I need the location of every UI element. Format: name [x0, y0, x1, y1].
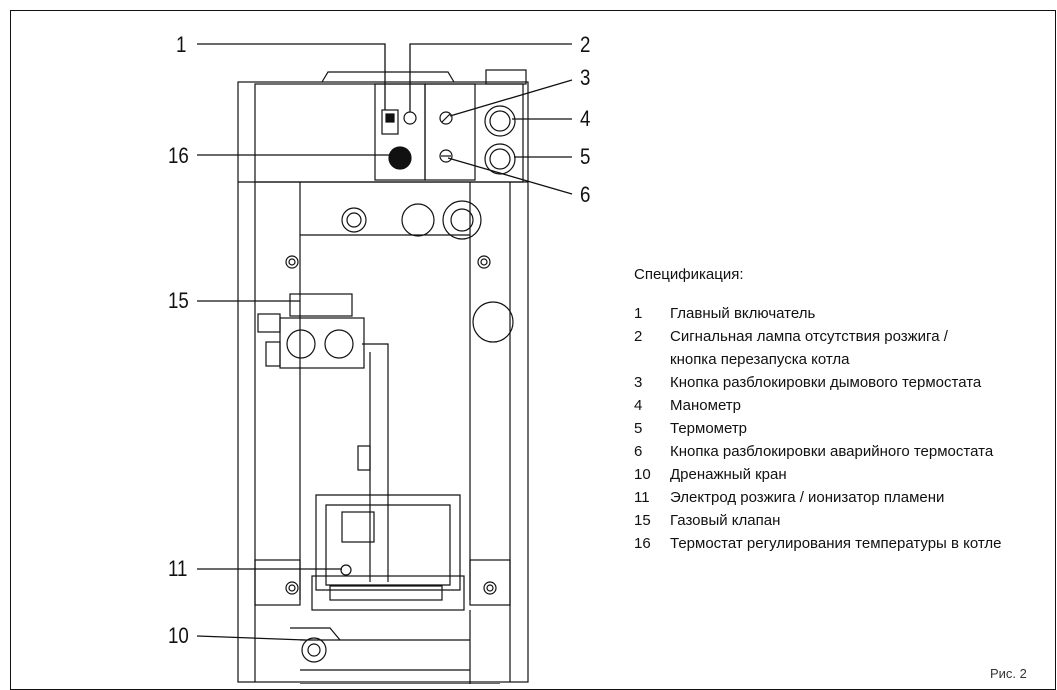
spec-item-number: 3: [634, 374, 643, 391]
spec-item-number: 1: [634, 305, 643, 322]
leader-3: [449, 79, 573, 117]
spec-item-number: 5: [634, 420, 643, 437]
spec-item-text: Термостат регулирования температуры в ко…: [670, 535, 1002, 552]
pressure-gauge: [484, 105, 516, 137]
spec-item: 2 Сигнальная лампа отсутствия розжига /: [634, 325, 1002, 348]
spec-item: 16 Термостат регулирования температуры в …: [634, 532, 1002, 555]
spec-item: 3 Кнопка разблокировки дымового термостат…: [634, 371, 1002, 394]
spec-item-text: Дренажный кран: [670, 466, 787, 483]
leader-10: [196, 635, 306, 641]
fitting-center: [401, 203, 435, 237]
spec-item: 5 Термометр: [634, 417, 1002, 440]
spec-item: 1 Главный включатель: [634, 302, 1002, 325]
figure-number: Рис. 2: [990, 666, 1027, 681]
spec-item: 10 Дренажный кран: [634, 463, 1002, 486]
spec-item-text: Кнопка разблокировки дымового термостата: [670, 374, 982, 391]
drain-cock: [301, 637, 327, 663]
burner-housing: [315, 494, 461, 591]
callout-6: 6: [580, 182, 591, 207]
thermometer: [484, 143, 516, 175]
spec-item-text: Главный включатель: [670, 305, 816, 322]
spec-item-number: 4: [634, 397, 643, 414]
safety-reset-button: [439, 149, 453, 163]
specification-list: Спецификация: 1 Главный включатель 2 Сигна…: [634, 263, 1002, 555]
spec-item: 11 Электрод розжига / ионизатор пламени: [634, 486, 1002, 509]
spec-item: 4 Манометр: [634, 394, 1002, 417]
spec-item: 15 Газовый клапан: [634, 509, 1002, 532]
spec-item-text: Кнопка разблокировки аварийного термоста…: [670, 443, 994, 460]
flue-outlet: [321, 71, 455, 83]
spec-item-number: 11: [634, 489, 650, 506]
boiler-casing: [237, 81, 529, 683]
spec-item-text: Манометр: [670, 397, 742, 414]
spec-item-number: 10: [634, 466, 651, 483]
spec-item-text: Термометр: [670, 420, 748, 437]
spec-item-text: Газовый клапан: [670, 512, 781, 529]
button-module: [424, 83, 476, 181]
side-pipe: [472, 301, 514, 343]
ignition-electrode: [340, 564, 352, 576]
fitting-right: [442, 200, 482, 240]
spec-item: 6 Кнопка разблокировки аварийного термост…: [634, 440, 1002, 463]
flue-reset-button: [439, 111, 453, 125]
temperature-knob: [388, 146, 412, 170]
callout-4: 4: [580, 106, 591, 131]
spec-item-number: 15: [634, 512, 651, 529]
fitting-left: [341, 207, 367, 233]
control-panel: [254, 83, 524, 183]
gas-valve-body: [279, 317, 365, 369]
callout-10: 10: [168, 623, 189, 648]
callout-1: 1: [176, 32, 187, 57]
spec-item-number: 6: [634, 443, 643, 460]
callout-5: 5: [580, 144, 591, 169]
specification-title: Спецификация:: [634, 266, 744, 283]
signal-lamp: [403, 111, 417, 125]
gas-valve-top: [289, 293, 353, 317]
leader-2: [409, 43, 572, 112]
callout-2: 2: [580, 32, 591, 57]
leader-1: [197, 43, 386, 110]
spec-item-text: Сигнальная лампа отсутствия розжига /: [670, 328, 948, 345]
leader-6: [447, 157, 573, 195]
callout-3: 3: [580, 65, 591, 90]
spec-item-text: Электрод розжига / ионизатор пламени: [670, 489, 945, 506]
main-switch: [381, 109, 399, 135]
burner: [311, 575, 465, 611]
callout-11: 11: [168, 556, 188, 581]
spec-item-number: 16: [634, 535, 651, 552]
callout-16: 16: [168, 143, 189, 168]
spec-item-continuation: кнопка перезапуска котла: [670, 351, 850, 368]
spec-item-number: 2: [634, 328, 643, 345]
callout-15: 15: [168, 288, 189, 313]
